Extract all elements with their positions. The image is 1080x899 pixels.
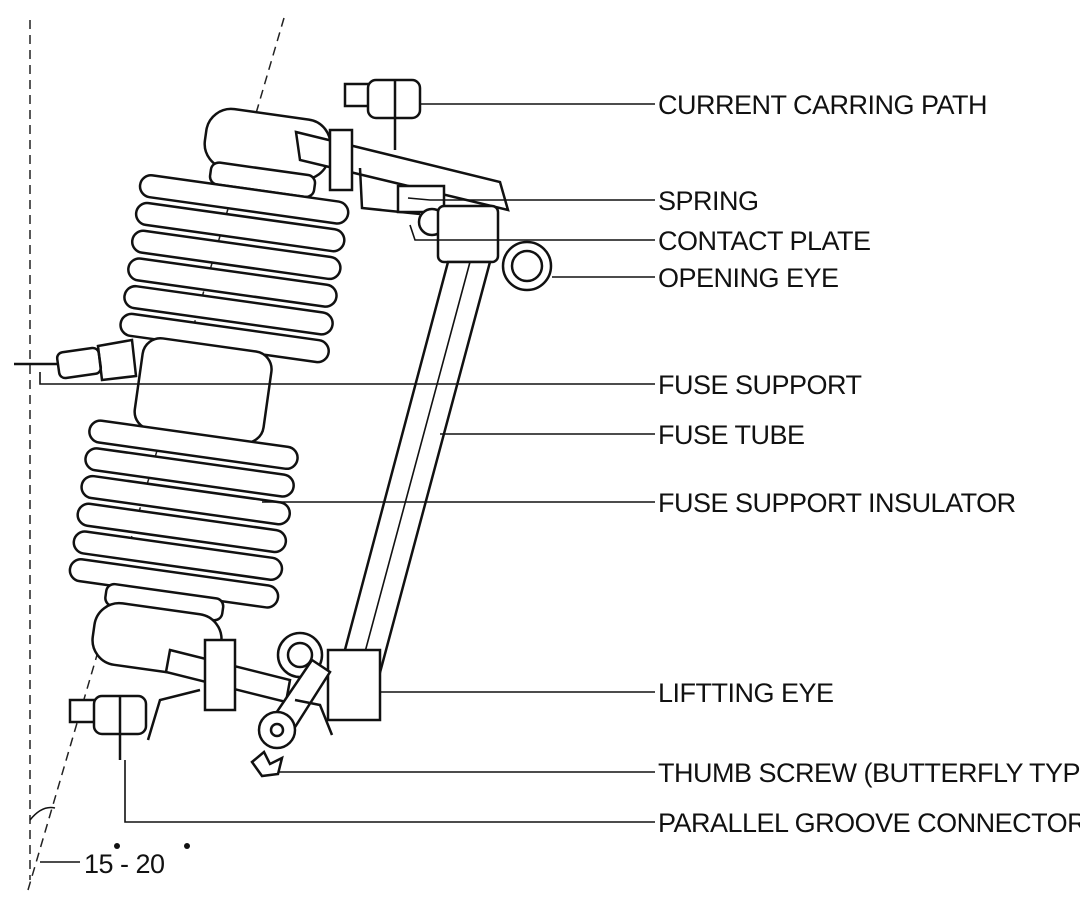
opening-eye-hole: [510, 249, 544, 283]
parallel-groove-connector-part: [68, 688, 201, 760]
pg-bracket: [146, 688, 201, 741]
label-opening-eye: OPENING EYE: [658, 263, 839, 293]
label-angle: 15 - 20: [84, 849, 165, 879]
bottom-guide-wire: [294, 698, 334, 736]
upper-sheds: [119, 174, 350, 364]
label-fuse-tube: FUSE TUBE: [658, 420, 805, 450]
label-fuse-support: FUSE SUPPORT: [658, 370, 862, 400]
label-current-carring-path: CURRENT CARRING PATH: [658, 90, 987, 120]
angle-arc: [29, 806, 56, 821]
fuse-support-insulator: [68, 107, 350, 678]
bottom-hanger-bolt: [203, 638, 237, 712]
label-parallel-groove-connector: PARALLEL GROOVE CONNECTOR: [658, 808, 1080, 838]
top-contact-assembly: [294, 78, 553, 292]
lifting-eye-hole: [286, 641, 314, 669]
contact-plate-block: [436, 204, 500, 264]
mounting-bracket: [14, 338, 138, 382]
label-spring: SPRING: [658, 186, 759, 216]
label-liftting-eye: LIFTTING EYE: [658, 678, 834, 708]
bottom-tube-ferrule: [326, 648, 382, 722]
lower-sheds: [68, 419, 299, 609]
label-thumb-screw: THUMB SCREW (BUTTERFLY TYPE): [658, 758, 1080, 788]
pg-bolt-head: [68, 698, 98, 724]
label-fuse-support-insulator: FUSE SUPPORT INSULATOR: [658, 488, 1016, 518]
thumb-screw-wings: [250, 750, 284, 778]
leader-lines: [39, 103, 655, 863]
bottom-contact-assembly: [164, 631, 382, 778]
top-hanger-bolt: [328, 128, 354, 192]
leader-spring: [407, 197, 655, 201]
degree-mark-1: [114, 843, 120, 849]
leader-fuse-support: [39, 372, 655, 385]
label-contact-plate: CONTACT PLATE: [658, 226, 871, 256]
leader-contact-plate: [409, 224, 655, 241]
degree-mark-2: [184, 843, 190, 849]
fuse-tube-body: [336, 260, 492, 682]
spring-block: [396, 184, 446, 214]
leader-pg-connector: [124, 760, 655, 823]
